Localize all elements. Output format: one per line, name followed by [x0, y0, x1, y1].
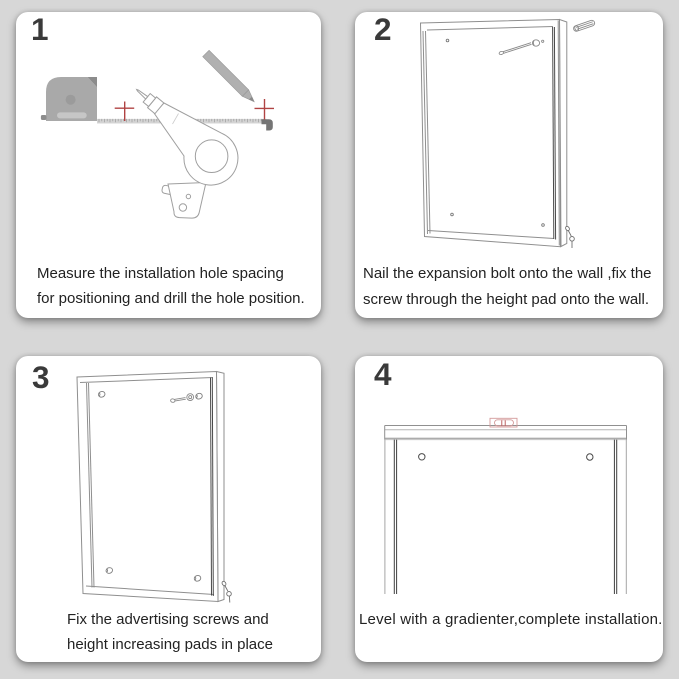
- expansion-bolt-icon: [573, 19, 596, 32]
- expansion-bolt-illustration: [419, 18, 596, 248]
- step-caption-1-line-2: for positioning and drill the hole posit…: [37, 290, 305, 308]
- level-gradienter-illustration: [384, 417, 627, 594]
- step-card-1: 1 Measure the installation hole spacing …: [16, 12, 321, 318]
- step-caption-4-line-1: Level with a gradienter,complete install…: [359, 611, 663, 629]
- step-caption-3-line-1: Fix the advertising screws and: [67, 610, 269, 628]
- step-caption-2-line-1: Nail the expansion bolt onto the wall ,f…: [363, 264, 652, 282]
- screw-icon: [498, 39, 545, 56]
- mounting-holes: [418, 453, 594, 461]
- step-number-2: 2: [374, 11, 392, 48]
- measure-and-mark-illustration: [40, 49, 274, 219]
- screw-washer-icon: [170, 393, 195, 403]
- frame-back-view: [76, 370, 225, 603]
- height-pad-screw-icon: [221, 580, 232, 603]
- step-card-4: 4 Level with a gradienter,complete insta…: [355, 356, 663, 662]
- step-caption-1-line-1: Measure the installation hole spacing: [37, 265, 284, 283]
- screw-holes: [445, 38, 545, 227]
- pencil-icon: [202, 49, 255, 103]
- step-card-2: 2 Nail the expansion bolt onto the wall …: [355, 12, 663, 318]
- step-caption-3-line-2: height increasing pads in place: [67, 636, 273, 654]
- fix-screws-illustration: [76, 370, 232, 603]
- step-number-4: 4: [374, 356, 392, 392]
- step-number-3: 3: [32, 358, 50, 395]
- drill-mark-crosses: [114, 99, 274, 121]
- height-pad-screw-icon: [565, 225, 575, 248]
- corner-screw-pins: [97, 390, 203, 582]
- frame-back-view: [419, 18, 568, 248]
- step-card-3: 3 Fix the advertising screws and height …: [16, 356, 321, 662]
- gradienter-icon: [489, 417, 518, 428]
- drill-icon: [135, 88, 239, 219]
- frame-front-view: [384, 425, 627, 594]
- step-number-1: 1: [31, 11, 49, 48]
- step-caption-2-line-2: screw through the height pad onto the wa…: [363, 291, 650, 309]
